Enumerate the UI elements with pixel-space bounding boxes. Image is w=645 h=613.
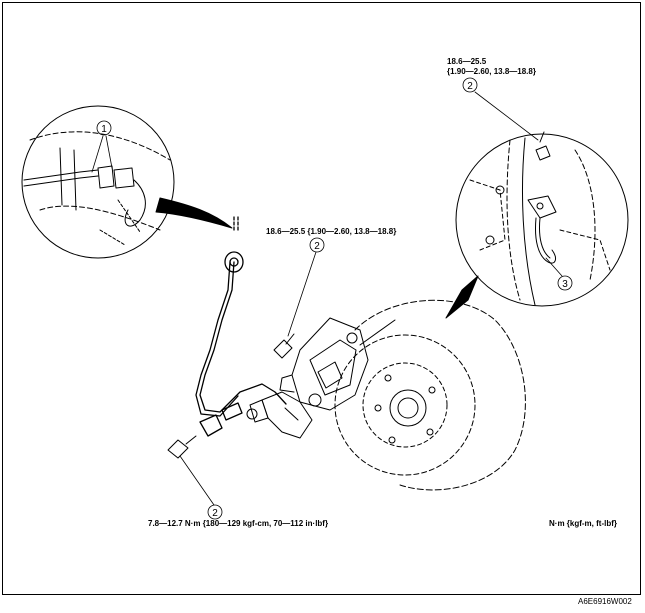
connector-detail-view <box>21 105 175 259</box>
bolt-bottom <box>167 435 197 459</box>
detail-pointer-right <box>445 275 479 319</box>
callout-3: 3 <box>562 279 568 290</box>
callout-leaders <box>91 91 563 506</box>
callout-1: 1 <box>101 124 107 135</box>
torque-bottom: 7.8—12.7 N·m {180—129 kgf-cm, 70—112 in·… <box>148 519 329 528</box>
sensor-harness <box>195 214 287 437</box>
brake-disc-assembly <box>334 299 526 491</box>
callout-circles <box>96 77 573 520</box>
callout-2-mid: 2 <box>314 241 320 252</box>
brake-caliper <box>279 317 369 411</box>
sensor-mount-detail-view <box>455 133 629 307</box>
figure-frame <box>2 2 641 595</box>
torque-top-line2: {1.90—2.60, 13.8—18.8} <box>447 67 536 76</box>
bolt-top <box>535 131 551 161</box>
callout-2-top: 2 <box>467 81 473 92</box>
detail-pointer-left <box>155 197 233 229</box>
torque-mid: 18.6—25.5 {1.90—2.60, 13.8—18.8} <box>266 227 397 236</box>
torque-top-line1: 18.6—25.5 <box>447 57 487 66</box>
units-legend: N·m {kgf-m, ft-lbf} <box>549 519 617 528</box>
bolt-mid <box>273 333 295 359</box>
figure-code: A6E6916W002 <box>578 597 632 606</box>
callout-2-bottom: 2 <box>212 508 218 519</box>
knuckle-and-sensor <box>246 391 313 439</box>
